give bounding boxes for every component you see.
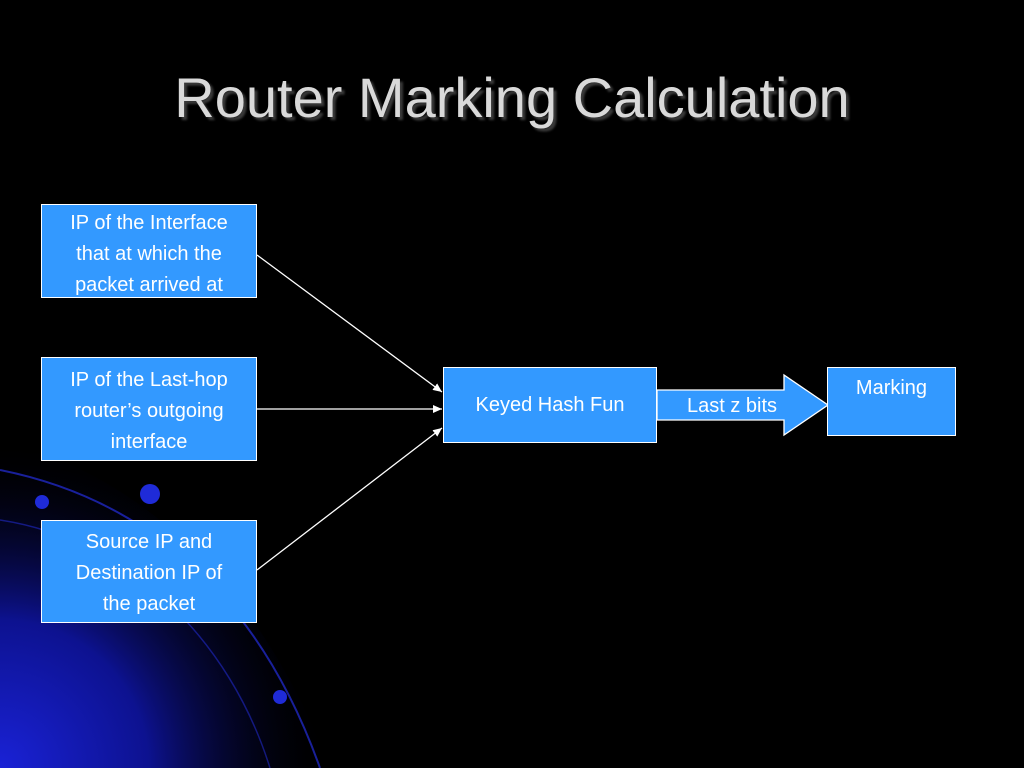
connector-arrow-interface bbox=[256, 254, 443, 393]
orbit-dot bbox=[273, 690, 287, 704]
hash-function-label: Keyed Hash Fun bbox=[475, 394, 625, 416]
input-box-line: the packet bbox=[102, 593, 196, 615]
input-box-line: IP of the Last-hop bbox=[70, 369, 228, 391]
input-box-last-hop-ip: IP of the Last-hop router’s outgoing int… bbox=[41, 357, 257, 461]
input-box-line: IP of the Interface bbox=[70, 212, 228, 234]
input-box-line: packet arrived at bbox=[75, 274, 223, 296]
input-box-line: interface bbox=[110, 431, 188, 453]
input-box-line: Destination IP of bbox=[75, 562, 223, 584]
input-box-line: Source IP and bbox=[85, 531, 213, 553]
input-box-interface-ip: IP of the Interface that at which the pa… bbox=[41, 204, 257, 298]
input-box-line: router’s outgoing bbox=[74, 400, 224, 422]
orbit-dot bbox=[140, 484, 160, 504]
orbit-dot bbox=[35, 495, 49, 509]
connector-arrow-source-destination bbox=[256, 427, 443, 571]
output-arrow bbox=[656, 373, 830, 437]
input-box-line: that at which the bbox=[76, 243, 222, 265]
output-arrow-label: Last z bits bbox=[686, 395, 778, 417]
marking-label: Marking bbox=[855, 377, 928, 399]
hash-function-box: Keyed Hash Fun bbox=[443, 367, 657, 443]
input-box-source-destination-ip: Source IP and Destination IP of the pack… bbox=[41, 520, 257, 623]
slide-title: Router Marking Calculation bbox=[174, 66, 850, 129]
marking-box: Marking bbox=[827, 367, 956, 436]
